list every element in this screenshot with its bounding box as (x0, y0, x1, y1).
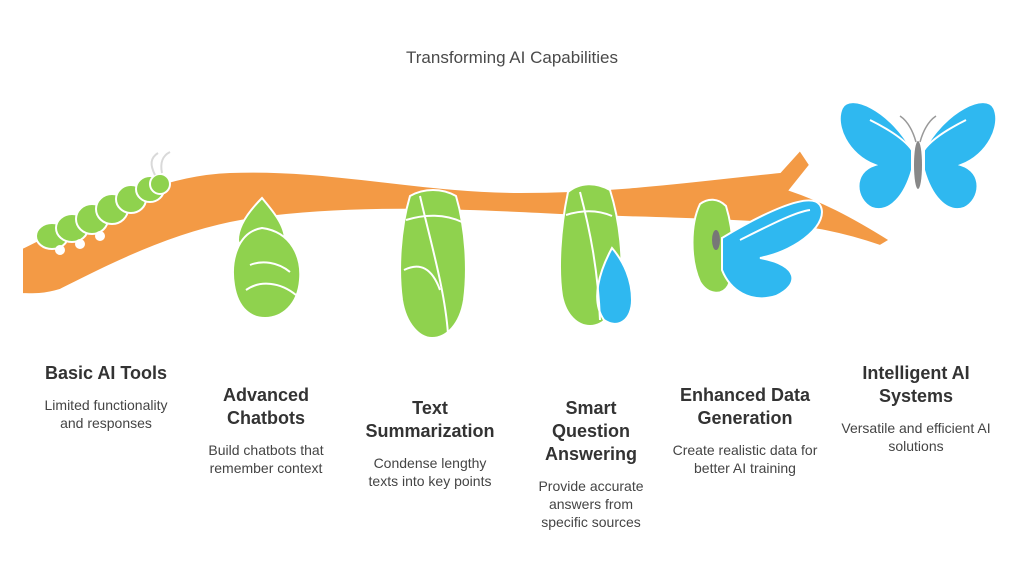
chrysalis-icon (399, 189, 467, 340)
stage-name: Smart Question Answering (544, 398, 637, 464)
stage-name: Enhanced Data Generation (679, 385, 811, 428)
stage-smart-question-answering: Smart Question Answering Provide accurat… (506, 397, 676, 531)
stage-basic-ai-tools: Basic AI Tools Limited functionality and… (21, 362, 191, 432)
stage-advanced-chatbots: Advanced Chatbots Build chatbots that re… (181, 384, 351, 477)
stage-description: Build chatbots that remember context (208, 442, 324, 476)
caterpillar-icon (35, 151, 171, 255)
chrysalis-with-wing-icon (559, 183, 634, 328)
stage-description: Condense lengthy texts into key points (368, 455, 492, 489)
stage-enhanced-data-generation: Enhanced Data Generation Create realisti… (660, 384, 830, 477)
stage-description: Create realistic data for better AI trai… (672, 442, 818, 476)
diagram-title: Transforming AI Capabilities (406, 48, 618, 67)
branch-icon (21, 148, 892, 296)
stage-description: Limited functionality and responses (44, 397, 168, 431)
butterfly-icon (838, 101, 998, 211)
stage-name: Intelligent AI Systems (862, 363, 970, 406)
stage-description: Versatile and efficient AI solutions (841, 420, 991, 454)
stage-text-summarization: Text Summarization Condense lengthy text… (345, 397, 515, 490)
stage-intelligent-ai-systems: Intelligent AI Systems Versatile and eff… (831, 362, 1001, 455)
stage-name: Text Summarization (365, 398, 495, 441)
stage-name: Advanced Chatbots (222, 385, 310, 428)
early-chrysalis-icon (232, 196, 302, 320)
stage-description: Provide accurate answers from specific s… (538, 478, 644, 530)
emerging-butterfly-icon (691, 198, 823, 300)
stage-name: Basic AI Tools (44, 363, 168, 383)
